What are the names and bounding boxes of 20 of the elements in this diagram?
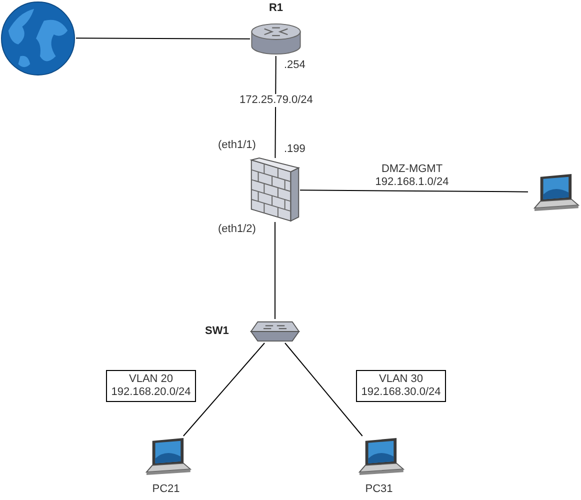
device-name: SW1: [205, 325, 229, 338]
interface-label: (eth1/1): [218, 139, 256, 152]
network-link: [182, 342, 266, 436]
interface-label: .254: [284, 59, 306, 72]
network-link: [284, 342, 363, 436]
network-label-box: VLAN 30 192.168.30.0/24: [356, 370, 446, 402]
edge-label: DMZ-MGMT 192.168.1.0/24: [374, 163, 450, 189]
interface-label: (eth1/2): [218, 223, 256, 236]
network-link: [76, 38, 250, 40]
device-name: R1: [268, 2, 284, 15]
device-name: PC31: [364, 483, 394, 496]
device-name: PC21: [151, 483, 181, 496]
network-label-box: VLAN 20 192.168.20.0/24: [106, 370, 196, 402]
firewall-icon: [250, 158, 300, 222]
interface-label: .199: [284, 143, 306, 156]
network-link: [274, 56, 276, 158]
edge-label: 172.25.79.0/24: [238, 94, 314, 106]
network-link: [300, 190, 528, 192]
network-link: [274, 222, 276, 320]
globe-icon: [0, 0, 76, 76]
